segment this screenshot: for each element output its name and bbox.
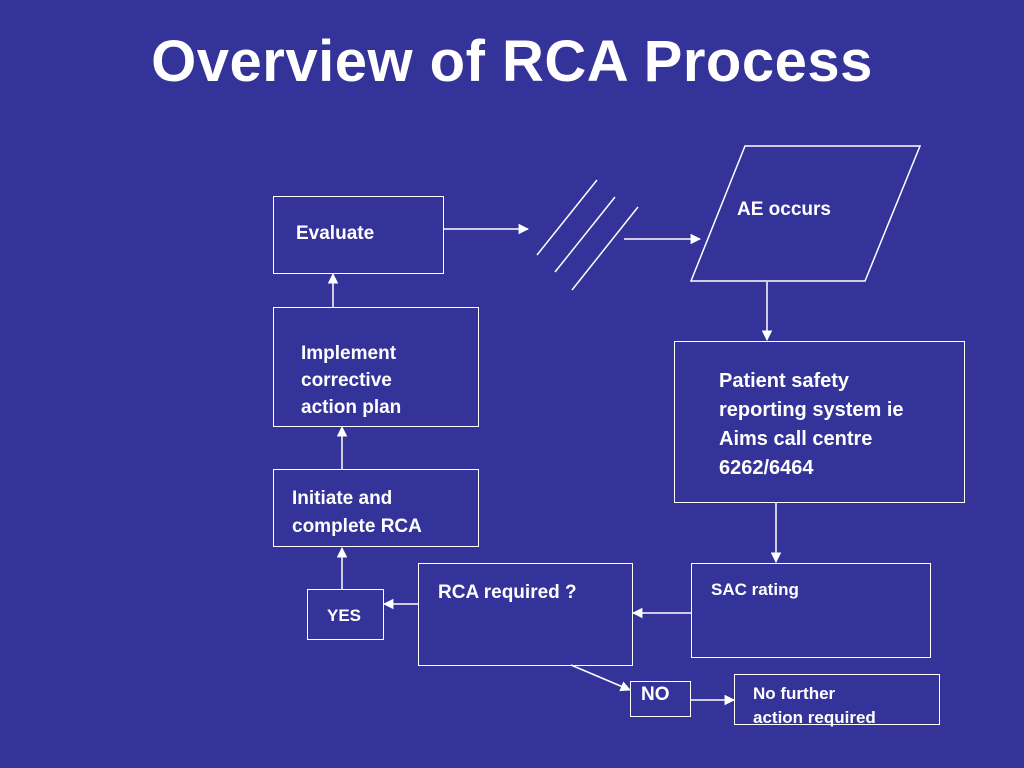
evaluate-label: Evaluate: [296, 223, 375, 244]
slide-title: Overview of RCA Process: [151, 29, 873, 94]
ae-occurs-shape: [689, 145, 922, 282]
rca-required-box: RCA required ?: [418, 563, 633, 666]
yes-box: YES: [307, 589, 384, 640]
patient-safety-reporting-box: Patient safety reporting system ie Aims …: [674, 341, 965, 503]
no-further-action-box: No further action required: [734, 674, 940, 727]
arrow-rca-required-to-no: [570, 664, 631, 692]
initiate-rca-label: Initiate and complete RCA: [292, 488, 422, 537]
ae-occurs-label: AE occurs: [737, 199, 831, 220]
sac-rating-label: SAC rating: [711, 580, 799, 599]
break-slash-1: [536, 179, 598, 256]
no-label: NO: [641, 684, 670, 705]
patient-safety-reporting-label: Patient safety reporting system ie Aims …: [719, 370, 904, 479]
yes-label: YES: [327, 606, 362, 625]
evaluate-box: Evaluate: [273, 196, 444, 274]
rca-required-label: RCA required ?: [438, 582, 577, 603]
break-slash-2: [554, 196, 616, 273]
no-box: NO: [630, 681, 691, 717]
implement-corrective-action-label: Implement corrective action plan: [301, 343, 402, 418]
initiate-rca-box: Initiate and complete RCA: [273, 469, 479, 547]
break-slash-3: [571, 206, 639, 291]
sac-rating-box: SAC rating: [691, 563, 931, 658]
implement-corrective-action-box: Implement corrective action plan: [273, 307, 479, 427]
no-further-action-label: No further action required: [753, 684, 876, 727]
